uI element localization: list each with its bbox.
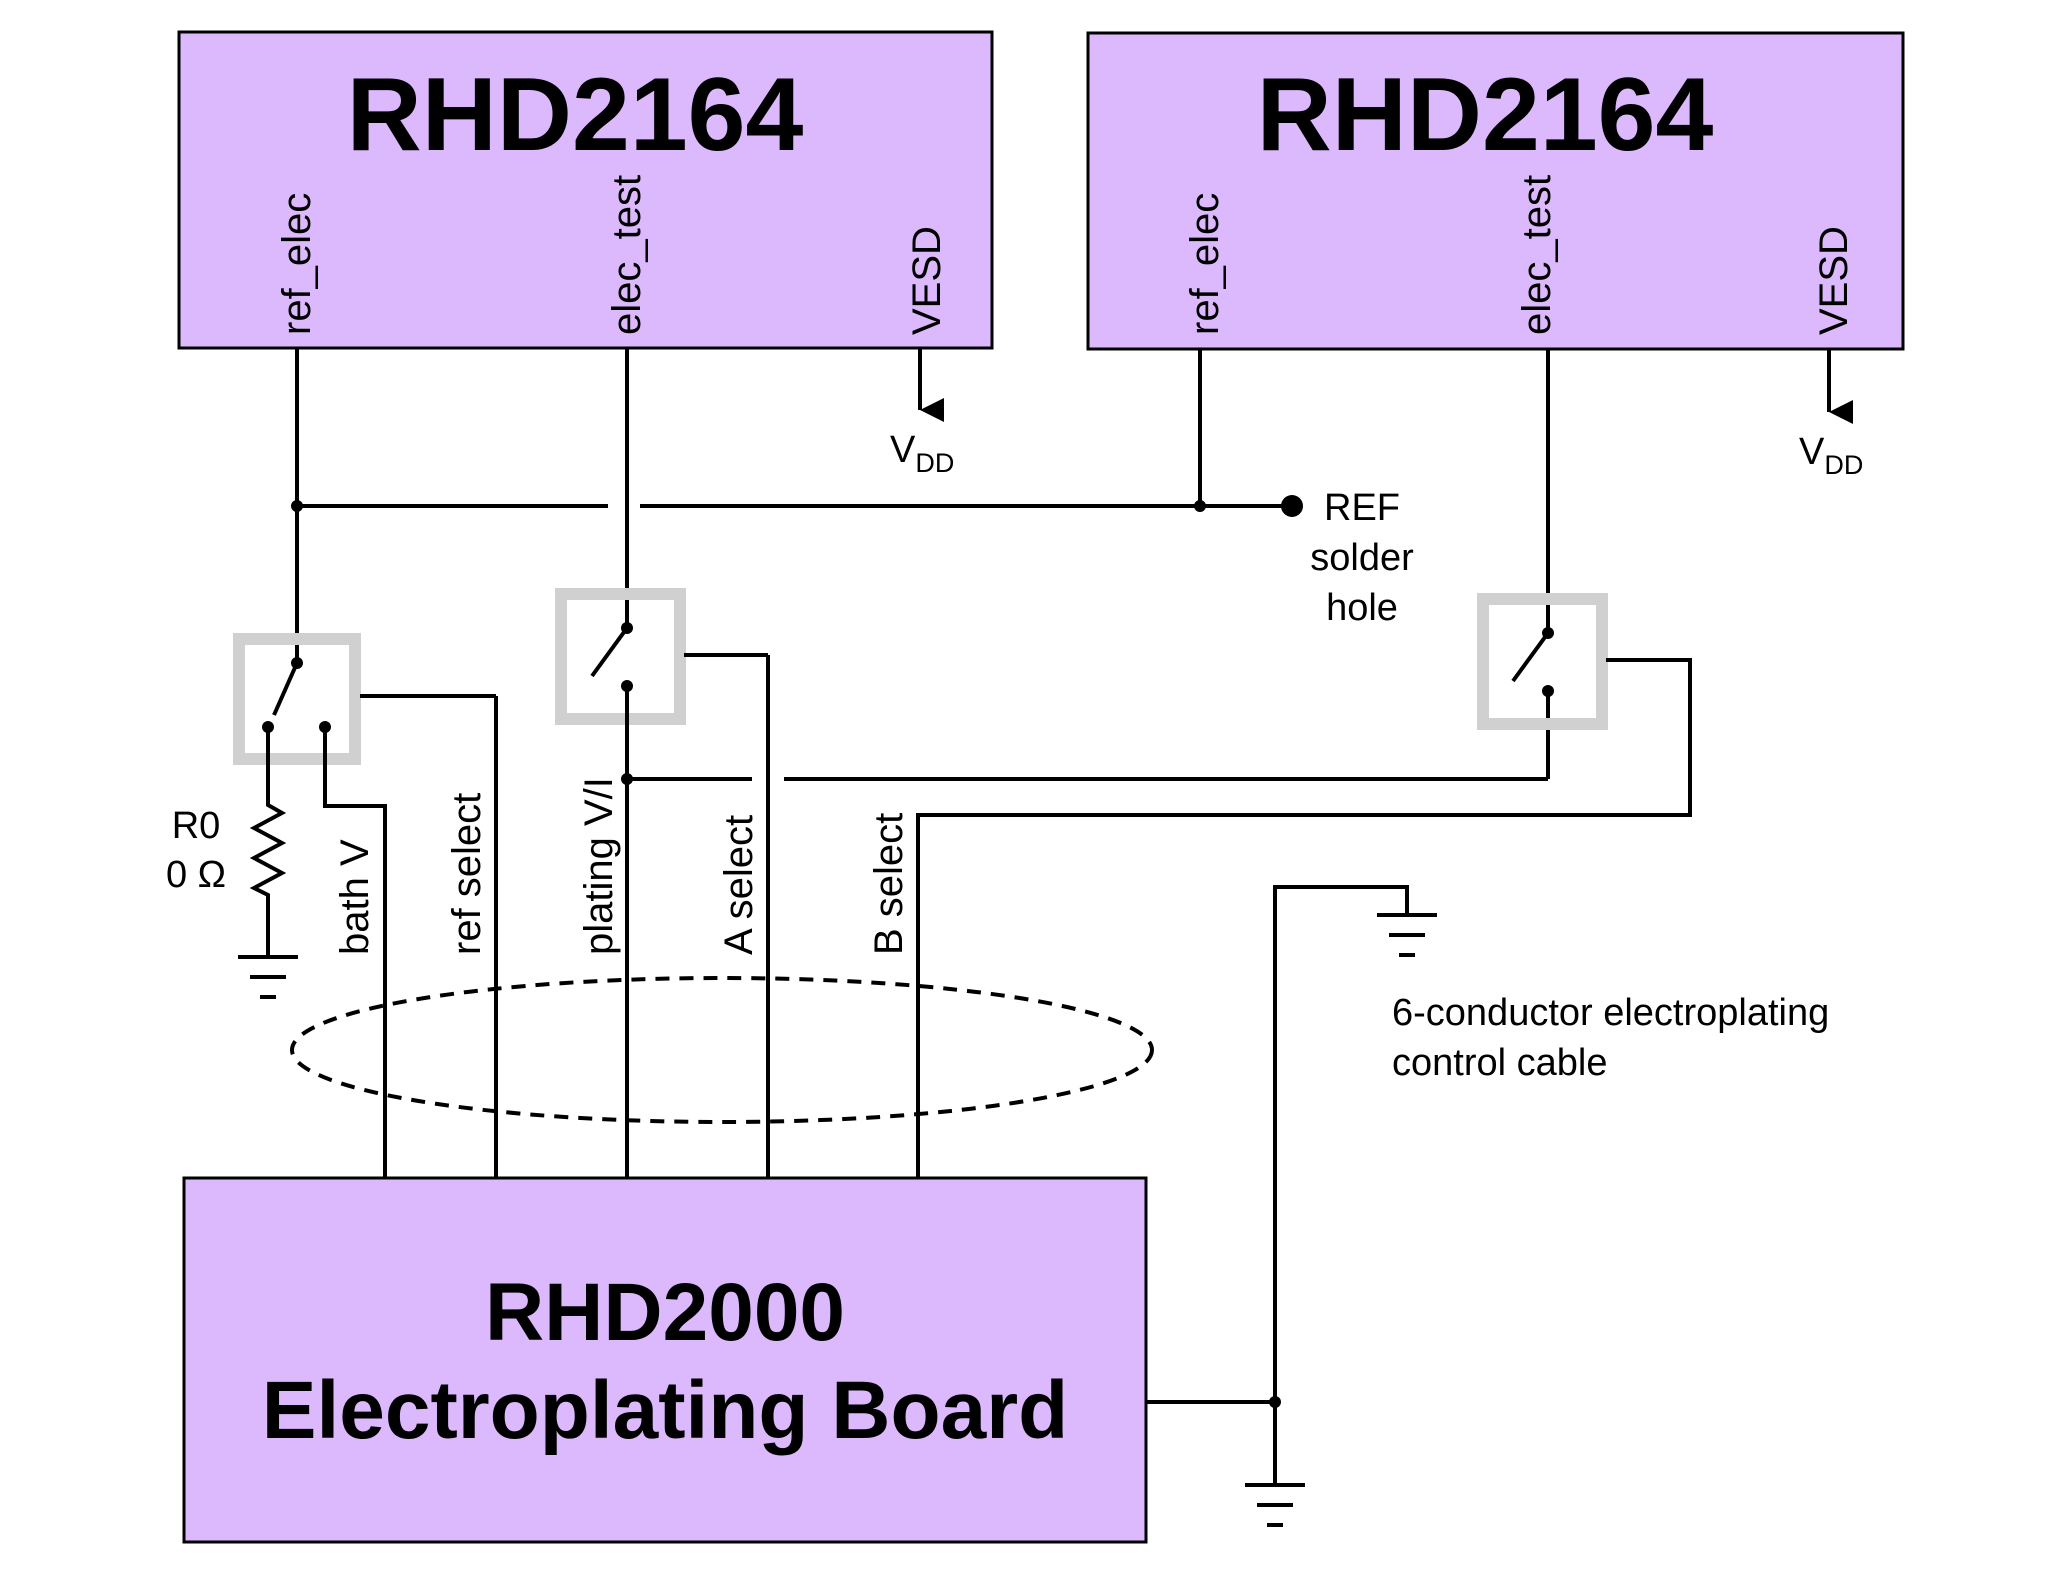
ref-label-line2: solder [1310, 537, 1414, 579]
cable-ellipse [290, 976, 1154, 1124]
chip-left-pin-ref-elec: ref_elec [275, 193, 319, 335]
switch-b-frame [1477, 593, 1608, 730]
junction-dot [291, 500, 303, 512]
vdd-left: VDD [890, 349, 954, 478]
cable-shield-wire [1273, 885, 1409, 1483]
chip-right-box [1086, 31, 1905, 351]
ref-label-line1: REF [1324, 487, 1400, 529]
chip-right-pin-ref-elec: ref_elec [1183, 193, 1227, 335]
chip-left-title: RHD2164 [347, 57, 804, 173]
cable-label-line1: 6-conductor electroplating [1392, 992, 1829, 1034]
chip-right-title: RHD2164 [1257, 57, 1714, 173]
ref-solder-hole [1281, 495, 1303, 517]
switch-ref-blade [272, 662, 299, 716]
vdd-right: VDD [1799, 350, 1863, 480]
board-box [182, 1176, 1148, 1544]
board-title-line1: RHD2000 [485, 1267, 845, 1358]
vdd-left-label: VDD [890, 429, 954, 478]
switch-ref [233, 633, 498, 1177]
vdd-right-label: VDD [1799, 431, 1863, 480]
signal-label-ref-select: ref select [445, 793, 489, 955]
switch-a-frame [555, 588, 686, 725]
chip-left-pin-vesd: VESD [905, 226, 949, 335]
switch-contact [1542, 685, 1554, 697]
switch-ref-frame [233, 633, 361, 765]
switch-b [916, 349, 1692, 1177]
electroplating-board: RHD2000 Electroplating Board [182, 1176, 1148, 1544]
cable: 6-conductor electroplating control cable [290, 976, 1829, 1124]
chip-right: RHD2164 ref_elec elec_test VESD [1086, 31, 1905, 351]
ref-bus: REF solder hole [291, 349, 1414, 663]
resistor-value: 0 Ω [166, 854, 226, 896]
signal-label-b-select: B select [867, 813, 911, 955]
chip-right-pin-elec-test: elec_test [1515, 175, 1559, 335]
signal-label-a-select: A select [717, 815, 761, 955]
signal-label-plating-vi: plating V/I [577, 777, 621, 955]
bath-v-wire [323, 727, 387, 1177]
resistor-name: R0 [172, 805, 221, 847]
chip-left: RHD2164 ref_elec elec_test VESD [177, 30, 994, 350]
junction-dot [621, 773, 633, 785]
board-title-line2: Electroplating Board [262, 1365, 1068, 1456]
signal-label-bath-v: bath V [333, 839, 377, 955]
switch-b-blade [1511, 631, 1550, 683]
ref-label-line3: hole [1326, 587, 1398, 629]
switch-a-blade [590, 626, 629, 678]
switch-a [555, 349, 770, 1177]
b-select-wire [916, 658, 1692, 1177]
chip-right-pin-vesd: VESD [1812, 226, 1856, 335]
plating-bus [621, 691, 1550, 785]
resistor-zigzag [249, 727, 287, 955]
signal-labels: bath V ref select plating V/I A select B… [333, 777, 911, 955]
junction-dot [1194, 500, 1206, 512]
chip-left-box [177, 30, 994, 350]
ground-net [1147, 885, 1437, 1527]
resistor-r0: R0 0 Ω [166, 727, 298, 999]
cable-label-line2: control cable [1392, 1042, 1607, 1084]
chip-left-pin-elec-test: elec_test [605, 175, 649, 335]
bath-v-path [323, 727, 387, 1177]
